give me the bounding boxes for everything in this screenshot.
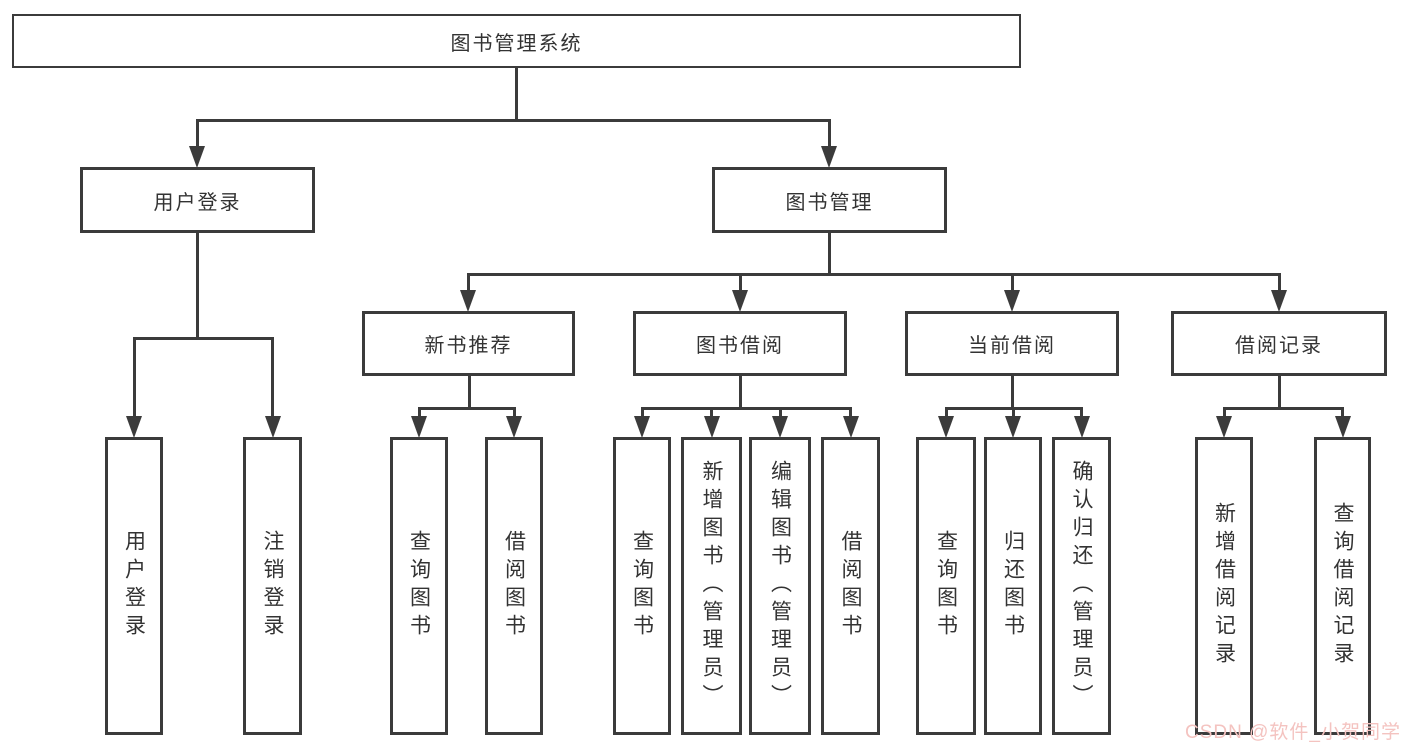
arrow-down-icon bbox=[460, 290, 476, 312]
connector bbox=[1222, 406, 1344, 410]
node-book-management-module: 图书管理 bbox=[712, 167, 947, 233]
leaf-query-borrow-record: 查询借阅记录 bbox=[1314, 437, 1371, 735]
connector bbox=[1341, 409, 1344, 418]
connector bbox=[827, 233, 831, 275]
node-user-login-module: 用户登录 bbox=[80, 167, 315, 233]
node-new-book-recommend: 新书推荐 bbox=[362, 311, 575, 376]
connector bbox=[132, 336, 274, 340]
connector bbox=[195, 233, 199, 339]
connector bbox=[132, 339, 136, 418]
connector bbox=[944, 409, 948, 418]
connector bbox=[417, 406, 516, 410]
connector bbox=[466, 275, 470, 292]
node-borrowing-records: 借阅记录 bbox=[1171, 311, 1387, 376]
connector bbox=[1277, 376, 1281, 408]
connector bbox=[195, 121, 199, 149]
connector bbox=[827, 121, 831, 149]
leaf-query-books-recommend: 查询图书 bbox=[390, 437, 448, 735]
leaf-confirm-return-admin: 确认归还（管理员） bbox=[1052, 437, 1111, 735]
leaf-logout: 注销登录 bbox=[243, 437, 302, 735]
connector bbox=[944, 406, 1083, 410]
arrow-down-icon bbox=[264, 416, 281, 438]
arrow-down-icon bbox=[1005, 416, 1021, 438]
connector bbox=[738, 275, 742, 292]
arrow-down-icon bbox=[938, 416, 954, 438]
arrow-down-icon bbox=[189, 146, 205, 168]
leaf-borrow-books: 借阅图书 bbox=[821, 437, 880, 735]
connector bbox=[640, 409, 644, 418]
connector bbox=[514, 68, 518, 121]
arrow-down-icon bbox=[1271, 290, 1287, 312]
leaf-add-borrow-record: 新增借阅记录 bbox=[1195, 437, 1253, 735]
connector bbox=[640, 406, 852, 410]
arrow-down-icon bbox=[772, 416, 788, 438]
arrow-down-icon bbox=[506, 416, 522, 438]
connector bbox=[849, 409, 852, 418]
leaf-query-books-borrowing: 查询图书 bbox=[613, 437, 671, 735]
node-book-borrowing: 图书借阅 bbox=[633, 311, 847, 376]
leaf-return-books: 归还图书 bbox=[984, 437, 1042, 735]
connector bbox=[270, 339, 274, 418]
connector bbox=[466, 272, 1281, 276]
connector bbox=[710, 409, 713, 418]
arrow-down-icon bbox=[1073, 416, 1090, 438]
connector bbox=[778, 409, 782, 418]
arrow-down-icon bbox=[842, 416, 859, 438]
connector bbox=[467, 376, 471, 408]
leaf-edit-books-admin: 编辑图书（管理员） bbox=[749, 437, 811, 735]
arrow-down-icon bbox=[634, 416, 650, 438]
arrow-down-icon bbox=[126, 416, 142, 438]
leaf-borrow-books-recommend: 借阅图书 bbox=[485, 437, 543, 735]
leaf-add-books-admin: 新增图书（管理员） bbox=[681, 437, 742, 735]
connector bbox=[1080, 409, 1083, 418]
arrow-down-icon bbox=[821, 146, 837, 168]
connector bbox=[1277, 275, 1281, 292]
connector bbox=[738, 376, 742, 408]
leaf-query-books-current: 查询图书 bbox=[916, 437, 976, 735]
connector bbox=[195, 118, 831, 122]
leaf-user-login: 用户登录 bbox=[105, 437, 163, 735]
arrow-down-icon bbox=[1004, 290, 1020, 312]
connector bbox=[1222, 409, 1226, 418]
connector bbox=[1010, 275, 1014, 292]
connector bbox=[417, 409, 421, 418]
arrow-down-icon bbox=[732, 290, 748, 312]
arrow-down-icon bbox=[1216, 416, 1232, 438]
connector bbox=[512, 409, 516, 418]
csdn-watermark: CSDN @软件_小贺同学 bbox=[1185, 722, 1401, 743]
connector bbox=[1010, 376, 1014, 408]
node-library-system: 图书管理系统 bbox=[12, 14, 1021, 68]
node-current-borrowing: 当前借阅 bbox=[905, 311, 1119, 376]
arrow-down-icon bbox=[703, 416, 720, 438]
arrow-down-icon bbox=[1334, 416, 1351, 438]
connector bbox=[1011, 409, 1015, 418]
arrow-down-icon bbox=[411, 416, 427, 438]
